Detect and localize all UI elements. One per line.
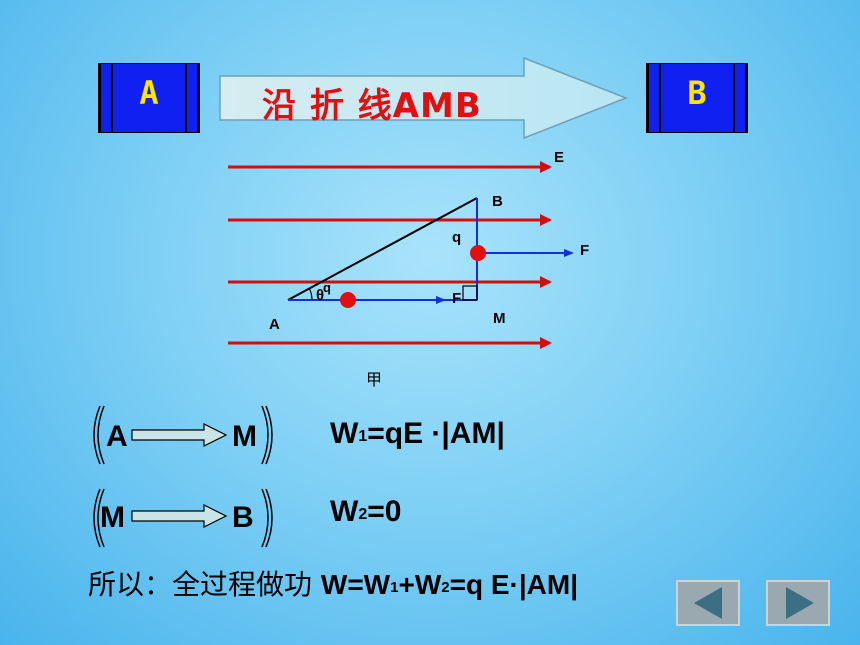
- paren-left-icon: [93, 405, 105, 465]
- next-slide-button[interactable]: [766, 580, 830, 626]
- angle-label: θ: [316, 287, 324, 304]
- segment-mb-arrow: [131, 504, 228, 528]
- force-lower-label: F: [452, 290, 461, 307]
- end-point-label: B: [687, 74, 707, 112]
- hypotenuse-ab: [287, 197, 478, 301]
- right-angle-marker: [462, 285, 478, 301]
- force-upper-label: F: [580, 242, 589, 259]
- angle-arc: [308, 287, 313, 301]
- segment-mb-from: M: [100, 501, 125, 534]
- paren-right-icon: [261, 488, 273, 548]
- segment-am-arrow: [131, 423, 228, 447]
- charge-upper-label: q: [452, 229, 461, 246]
- conclusion-text: 所以：全过程做功 W=W1+W2=q E·|AM|: [88, 568, 579, 601]
- start-point-label: A: [139, 74, 159, 112]
- paren-left-icon: [93, 488, 105, 548]
- diagram-caption: 甲: [366, 370, 382, 389]
- work-formula-am: W1=qE ·|AM|: [330, 417, 505, 450]
- path-title: 沿 折 线AMB: [262, 86, 482, 126]
- field-label: E: [554, 149, 564, 166]
- segment-mb-mapping: M B: [93, 488, 273, 548]
- work-formula-mb: W2=0: [330, 495, 402, 528]
- previous-icon: [694, 587, 722, 619]
- segment-am-from: A: [106, 420, 128, 453]
- charge-lower: [340, 292, 356, 308]
- field-diagram: E B q F q θ F A M 甲: [228, 149, 589, 389]
- charge-lower-label: q: [323, 280, 331, 295]
- previous-slide-button[interactable]: [676, 580, 740, 626]
- point-b-label: B: [492, 193, 503, 210]
- point-a-label: A: [269, 316, 280, 333]
- segment-am-mapping: A M: [93, 405, 273, 465]
- segment-mb-to: B: [232, 501, 254, 534]
- next-icon: [786, 587, 814, 619]
- end-point-box: B: [646, 63, 748, 133]
- point-m-label: M: [493, 310, 506, 327]
- paren-right-icon: [261, 405, 273, 465]
- charge-upper: [470, 245, 486, 261]
- path-arrow: [219, 56, 629, 140]
- start-point-box: A: [98, 63, 200, 133]
- segment-am-to: M: [232, 420, 257, 453]
